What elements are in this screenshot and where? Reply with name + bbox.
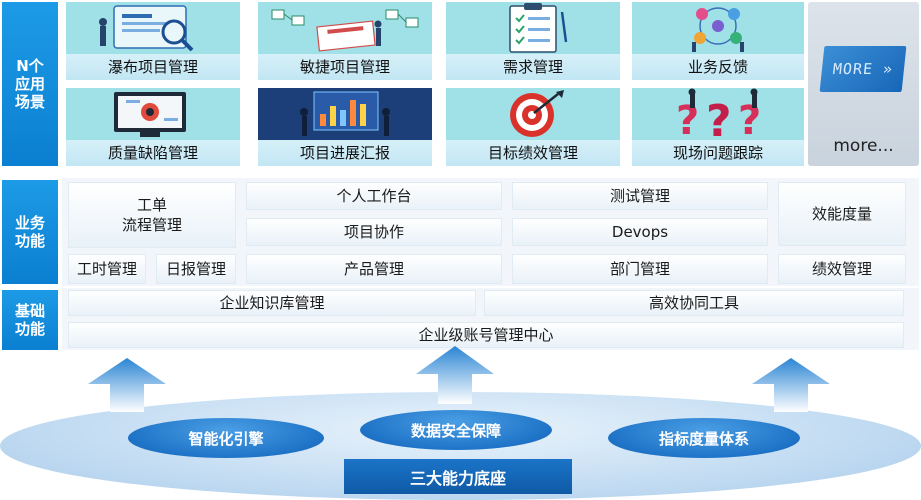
up-arrow-icon-right xyxy=(752,358,830,412)
daily-report-cell[interactable]: 日报管理 xyxy=(156,254,236,284)
tile-business-feedback[interactable]: 业务反馈 xyxy=(632,2,804,80)
waterfall-magnifier-icon xyxy=(66,2,240,54)
tile-requirements-label: 需求管理 xyxy=(446,54,620,80)
business-label-text: 业务 功能 xyxy=(14,214,45,250)
performance-cell[interactable]: 绩效管理 xyxy=(778,254,906,284)
data-security-pill[interactable]: 数据安全保障 xyxy=(360,410,552,450)
tile-waterfall-project-label: 瀑布项目管理 xyxy=(66,54,240,80)
clipboard-checklist-icon xyxy=(446,2,620,54)
feedback-network-icon xyxy=(632,2,804,54)
knowledge-base-cell[interactable]: 企业知识库管理 xyxy=(68,290,476,316)
scenarios-label-text: N个 应用 场景 xyxy=(14,57,45,111)
up-arrow-icon-left xyxy=(88,358,166,412)
collaboration-cell[interactable]: 项目协作 xyxy=(246,218,502,246)
tile-business-feedback-label: 业务反馈 xyxy=(632,54,804,80)
smart-engine-pill[interactable]: 智能化引擎 xyxy=(128,418,324,458)
tile-target-performance[interactable]: 目标绩效管理 xyxy=(446,88,620,166)
tile-waterfall-project[interactable]: 瀑布项目管理 xyxy=(66,2,240,80)
devops-cell[interactable]: Devops xyxy=(512,218,768,246)
product-cell[interactable]: 产品管理 xyxy=(246,254,502,284)
testing-cell[interactable]: 测试管理 xyxy=(512,182,768,210)
svg-text:?: ? xyxy=(706,96,732,140)
svg-text:?: ? xyxy=(676,98,699,140)
efficiency-cell[interactable]: 效能度量 xyxy=(778,182,906,246)
account-center-cell[interactable]: 企业级账号管理中心 xyxy=(68,322,904,348)
workbench-cell[interactable]: 个人工作台 xyxy=(246,182,502,210)
tile-agile-project-label: 敏捷项目管理 xyxy=(258,54,432,80)
tile-onsite-issues[interactable]: ? ? ? 现场问题跟踪 xyxy=(632,88,804,166)
more-scenarios-tile[interactable]: MORE » more... xyxy=(808,2,919,166)
more-label: more... xyxy=(833,136,894,156)
tile-quality-defects-label: 质量缺陷管理 xyxy=(66,140,240,166)
tile-requirements[interactable]: 需求管理 xyxy=(446,2,620,80)
ticket-flow-cell[interactable]: 工单 流程管理 xyxy=(68,182,236,248)
department-cell[interactable]: 部门管理 xyxy=(512,254,768,284)
foundation-title-bar: 三大能力底座 xyxy=(344,459,572,494)
tile-project-progress[interactable]: 项目进展汇报 xyxy=(258,88,432,166)
metrics-system-pill[interactable]: 指标度量体系 xyxy=(608,418,800,458)
tile-agile-project[interactable]: 敏捷项目管理 xyxy=(258,2,432,80)
up-arrow-icon-center xyxy=(416,346,494,404)
timesheet-cell[interactable]: 工时管理 xyxy=(68,254,146,284)
target-dart-icon xyxy=(446,88,620,140)
business-section-label: 业务 功能 xyxy=(2,180,58,284)
collab-tools-cell[interactable]: 高效协同工具 xyxy=(484,290,904,316)
scenarios-section-label: N个 应用 场景 xyxy=(2,2,58,166)
basic-label-text: 基础 功能 xyxy=(14,302,45,338)
basic-section-label: 基础 功能 xyxy=(2,290,58,350)
question-marks-icon: ? ? ? xyxy=(632,88,804,147)
svg-text:?: ? xyxy=(738,98,761,140)
tile-target-performance-label: 目标绩效管理 xyxy=(446,140,620,166)
progress-dashboard-icon xyxy=(258,88,432,140)
tile-project-progress-label: 项目进展汇报 xyxy=(258,140,432,166)
more-badge: MORE » xyxy=(819,46,907,92)
tile-quality-defects[interactable]: 质量缺陷管理 xyxy=(66,88,240,166)
tile-onsite-issues-label: 现场问题跟踪 xyxy=(632,140,804,166)
bug-monitor-icon xyxy=(66,88,240,140)
agile-board-icon xyxy=(258,2,432,54)
